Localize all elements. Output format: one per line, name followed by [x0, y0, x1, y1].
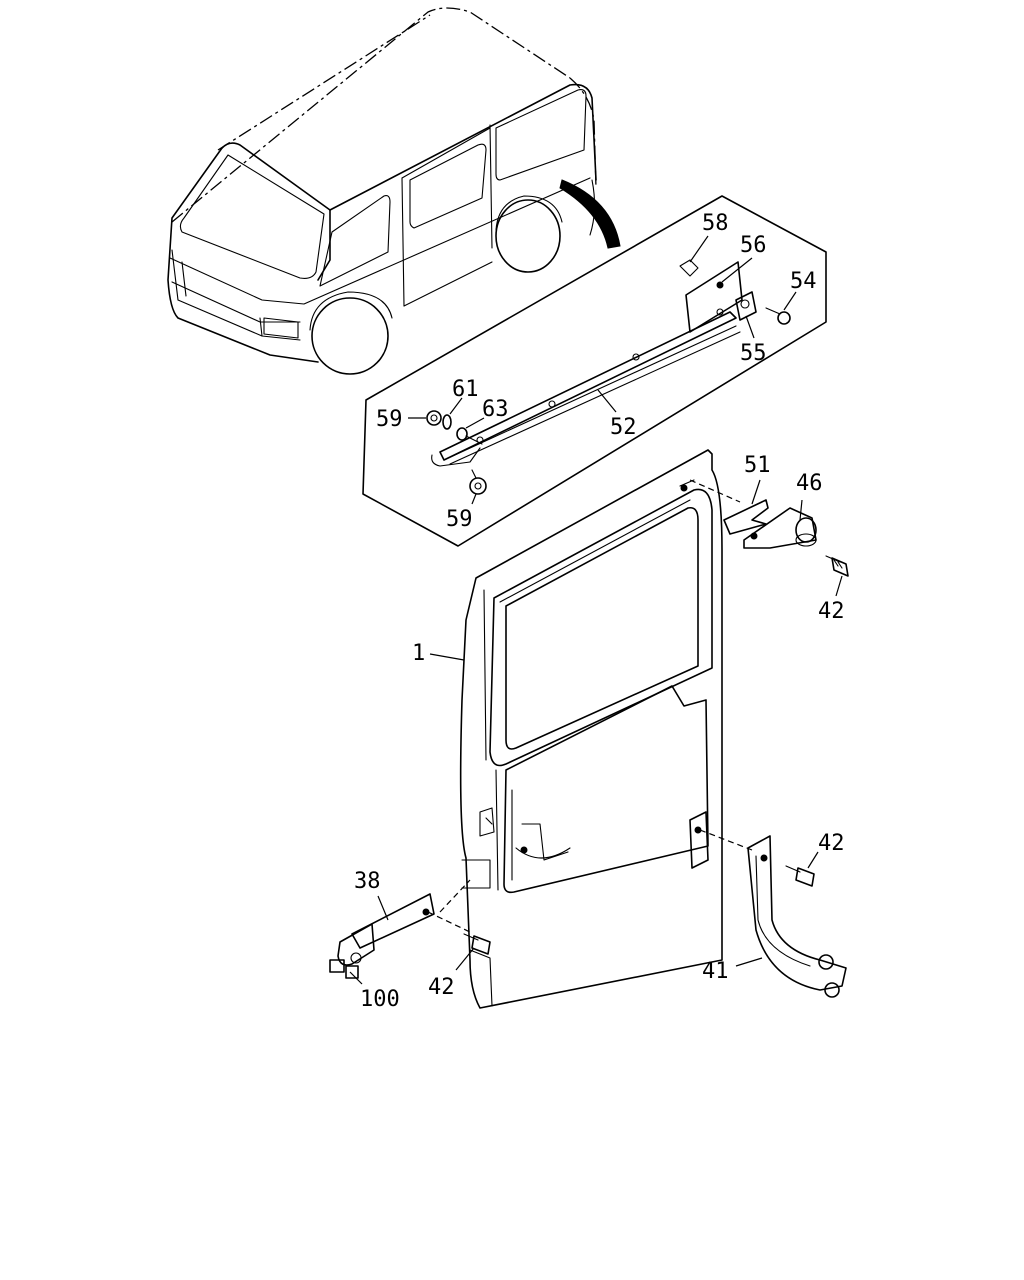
bracket-56: [685, 261, 743, 333]
label-56: 56: [740, 233, 767, 258]
striker-plate: [689, 811, 709, 869]
detail-box: [362, 195, 827, 547]
label-55: 55: [740, 341, 767, 366]
label-41: 41: [702, 959, 729, 984]
label-42-top: 42: [818, 599, 845, 624]
arm-41: [747, 835, 847, 991]
bolt-42-lower-left: [471, 935, 491, 955]
lower-hinge-assembly: [329, 879, 491, 979]
bolt-42-lower-right: [795, 867, 815, 887]
bolt-42-top: [831, 557, 849, 577]
label-38: 38: [354, 869, 381, 894]
label-63: 63: [482, 397, 509, 422]
hinge-38: [351, 893, 435, 949]
upper-rail: [439, 311, 737, 461]
label-1: 1: [412, 641, 425, 666]
washer-61: [442, 414, 452, 430]
nut-59-lower: [469, 477, 487, 495]
label-100: 100: [360, 987, 400, 1012]
roller-55: [735, 291, 757, 321]
label-59-lower: 59: [446, 507, 473, 532]
location-arrow: [559, 179, 621, 249]
label-42-right: 42: [818, 831, 845, 856]
part-labels: 58 56 54 55 52 61 63 59 59 51 46 42 1 42…: [354, 211, 845, 1012]
screw-54: [777, 311, 791, 325]
lower-arm-assembly: [699, 829, 847, 998]
label-61: 61: [452, 377, 479, 402]
bracket-51: [723, 499, 769, 535]
door-panel: [459, 449, 723, 1009]
label-58: 58: [702, 211, 729, 236]
upper-arm-assembly: [689, 479, 849, 577]
label-46: 46: [796, 471, 823, 496]
rear-wheel: [495, 199, 561, 273]
label-54: 54: [790, 269, 817, 294]
label-59-upper: 59: [376, 407, 403, 432]
label-51: 51: [744, 453, 771, 478]
van-illustration: [167, 7, 621, 375]
leader-lines: [349, 235, 843, 985]
label-52: 52: [610, 415, 637, 440]
clip-58: [679, 259, 699, 277]
front-wheel: [311, 297, 389, 375]
label-42-left: 42: [428, 975, 455, 1000]
nut-59-upper: [426, 410, 442, 426]
washer-63: [456, 427, 468, 441]
